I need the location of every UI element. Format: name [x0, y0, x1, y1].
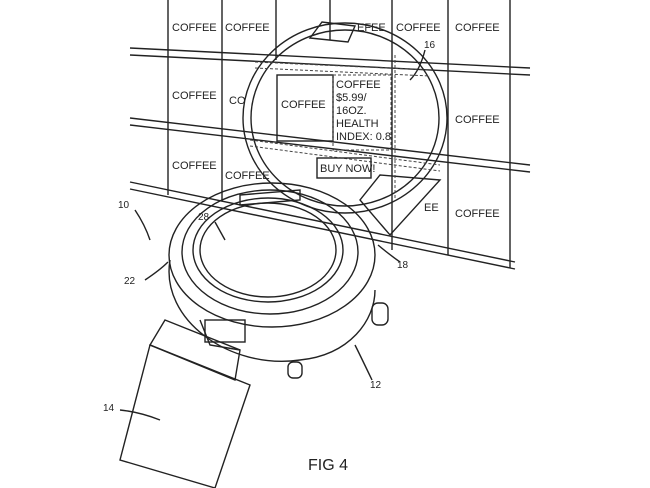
ref-16: 16 [424, 40, 436, 51]
info-line: HEALTH [336, 118, 379, 130]
shelf-label: COFFEE [396, 22, 441, 34]
buy-now-button[interactable]: BUY NOW! [320, 163, 375, 175]
ref-22: 22 [124, 276, 136, 287]
info-line: $5.99/ [336, 92, 368, 104]
shelf-label: COFFEE [455, 22, 500, 34]
info-line: 16OZ. [336, 105, 367, 117]
figure-caption: FIG 4 [308, 457, 348, 474]
shelf-label: COFFEE [225, 22, 270, 34]
shelf-label: COFFEE [172, 22, 217, 34]
side-button [287, 361, 303, 379]
shelf-label: COFFEE [455, 114, 500, 126]
shelf-label: COFFEE [455, 208, 500, 220]
ref-14: 14 [103, 403, 115, 414]
ref-18: 18 [397, 260, 409, 271]
ref-12: 12 [370, 380, 382, 391]
watch-lid-display [242, 21, 448, 237]
watch-body [168, 182, 389, 379]
shelf-label: COFFEE [172, 90, 217, 102]
info-line: INDEX: 0.8 [336, 131, 391, 143]
shelf-label: CO [229, 95, 246, 107]
crown-button [371, 302, 389, 326]
shelf-label: COFFEE [172, 160, 217, 172]
product-image-label: COFFEE [281, 99, 326, 111]
info-line: COFFEE [336, 79, 381, 91]
watch-strap [119, 319, 251, 488]
ref-10: 10 [118, 200, 130, 211]
shelf-label: EE [424, 202, 439, 214]
ref-28: 28 [198, 212, 210, 223]
shelf-label: COFFEE [225, 170, 270, 182]
leader-lines [119, 49, 426, 421]
